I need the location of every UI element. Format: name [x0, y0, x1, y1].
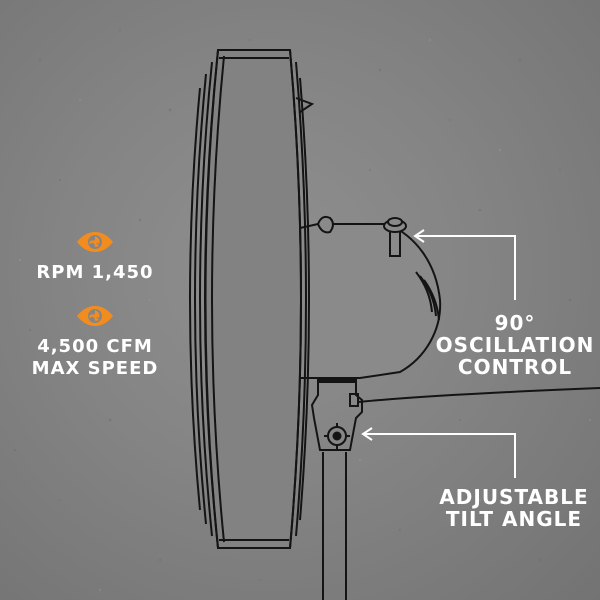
spec-cfm: 4,500 CFM MAX SPEED [0, 302, 190, 380]
tilt-angle-label: ADJUSTABLE TILT ANGLE [439, 485, 589, 531]
grill-clip [295, 97, 315, 113]
fan-speed-icon [77, 306, 113, 326]
oscillation-callout-arrow [413, 229, 516, 300]
fan-speed-icon [77, 232, 113, 252]
power-cord [357, 387, 600, 403]
motor-housing [299, 215, 442, 379]
tilt-callout-arrow [361, 427, 516, 478]
spec-rpm-text: RPM 1,450 [36, 262, 154, 283]
spec-rpm: RPM 1,450 [0, 228, 190, 284]
oscillation-control-label: 90° OSCILLATION CONTROL [435, 311, 595, 379]
oscillation-knob [383, 217, 407, 257]
fan-pole [322, 452, 347, 600]
spec-cfm-text: 4,500 CFM MAX SPEED [31, 336, 159, 379]
tilt-joint [310, 379, 363, 451]
fan-grill [189, 49, 310, 549]
